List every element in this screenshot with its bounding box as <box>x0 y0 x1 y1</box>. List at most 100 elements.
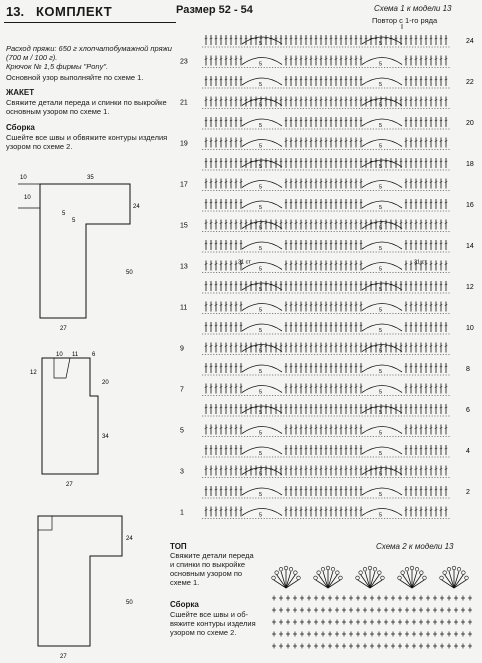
row-number-right: 2 <box>466 489 470 496</box>
scheme2-fan-stitch <box>318 574 329 589</box>
top-text1: Свяжите детали переда <box>170 551 254 560</box>
top-assembly-title: Сборка <box>170 600 199 609</box>
row-number-left: 9 <box>180 346 184 353</box>
stitch-count-label: 5 <box>259 492 262 498</box>
stitch-count-label: 5 <box>259 328 262 334</box>
scheme2-picot <box>274 570 279 575</box>
row-number-left: 1 <box>180 510 184 517</box>
row-number-right: 24 <box>466 38 474 45</box>
third-dim-right2: 50 <box>126 600 133 606</box>
size-label: Размер 52 - 54 <box>176 4 253 16</box>
row-number-left: 17 <box>180 182 188 189</box>
crochet-scheme-2 <box>271 565 472 649</box>
third-dim-bottom: 27 <box>60 654 67 658</box>
stitch-count-label: 5 <box>379 123 382 129</box>
row-number-right: 20 <box>466 120 474 127</box>
scheme2-picot <box>283 565 289 571</box>
stitch-count-31-label: 31 ст <box>414 260 427 266</box>
jacket-pattern-outline <box>39 183 131 319</box>
scheme2-fan-stitch <box>444 574 455 589</box>
scheme2-fan-stitch <box>369 574 380 589</box>
stitch-count-label: 5 <box>379 103 382 109</box>
scheme2-picot <box>372 567 378 572</box>
row-number-right: 22 <box>466 79 474 86</box>
scheme2-picot <box>422 575 427 580</box>
scheme2-fan-stitch <box>453 579 467 589</box>
scheme2-fan-stitch <box>360 574 371 589</box>
scheme2-fan-stitch <box>406 571 413 589</box>
row-number-right: 8 <box>466 366 470 373</box>
stitch-count-label: 5 <box>379 246 382 252</box>
stitch-count-label: 5 <box>379 62 382 68</box>
scheme2-fan-stitch <box>411 571 418 589</box>
stitch-count-label: 5 <box>379 205 382 211</box>
header-rule <box>4 22 176 23</box>
stitch-count-label: 5 <box>259 103 262 109</box>
scheme2-fan-stitch <box>273 579 287 589</box>
stitch-count-label: 5 <box>259 349 262 355</box>
row-number-left: 5 <box>180 428 184 435</box>
materials-line1: Расход пряжи: 650 г хлопчатобумажной пря… <box>6 44 172 53</box>
top-title: ТОП <box>170 542 187 551</box>
row-number-right: 18 <box>466 161 474 168</box>
row-number-left: 11 <box>180 305 187 312</box>
row-number-right: 6 <box>466 407 470 414</box>
row-number-right: 10 <box>466 325 474 332</box>
stitch-count-label: 5 <box>259 390 262 396</box>
scheme2-fan-stitch <box>369 571 376 589</box>
top-dim-t3: 6 <box>92 352 96 358</box>
scheme2-picot <box>330 567 336 572</box>
scheme2-fan-stitch <box>322 571 329 589</box>
scheme2-picot <box>296 575 301 580</box>
stitch-count-label: 5 <box>379 328 382 334</box>
stitch-count-label: 5 <box>259 410 262 416</box>
scheme1-title: Схема 1 к модели 13 <box>374 4 452 13</box>
stitch-count-label: 5 <box>259 41 262 47</box>
stitch-count-label: 5 <box>259 308 262 314</box>
top-pattern-diagram: 10 11 6 12 20 34 27 <box>30 352 109 488</box>
repeat-note: Повтор с 1-го ряда <box>372 16 438 25</box>
scheme2-fan-stitch <box>280 571 287 589</box>
stitch-count-label: 5 <box>379 185 382 191</box>
jacket-text1: Свяжите детали переда и спинки по выкрой… <box>6 98 167 107</box>
scheme2-fan-stitch <box>453 574 464 589</box>
scheme2-fan-stitch <box>411 579 425 589</box>
jacket-dim-bottom: 27 <box>60 326 67 332</box>
jacket-dim-diag1: 5 <box>62 211 66 217</box>
top-dim-left: 12 <box>30 370 37 376</box>
scheme2-fan-stitch <box>315 579 329 589</box>
stitch-count-label: 5 <box>259 472 262 478</box>
stitch-count-label: 5 <box>259 513 262 519</box>
row-number-left: 23 <box>180 59 188 66</box>
top-dim-right2: 34 <box>102 434 109 440</box>
scheme2-picot <box>404 567 410 572</box>
top-dim-t1: 10 <box>56 352 63 358</box>
scheme2-title: Схема 2 к модели 13 <box>376 542 454 551</box>
scheme2-picot <box>358 570 363 575</box>
scheme2-fan-stitch <box>327 574 338 589</box>
stitch-count-label: 5 <box>379 144 382 150</box>
stitch-count-label: 5 <box>379 513 382 519</box>
scheme2-picot <box>419 570 424 575</box>
scheme2-picot <box>400 570 405 575</box>
stitch-count-label: 5 <box>259 164 262 170</box>
scheme2-picot <box>380 575 385 580</box>
top-assembly1: Сшейте все швы и об- <box>170 610 249 619</box>
scheme2-picot <box>362 567 368 572</box>
stitch-count-label: 5 <box>259 123 262 129</box>
